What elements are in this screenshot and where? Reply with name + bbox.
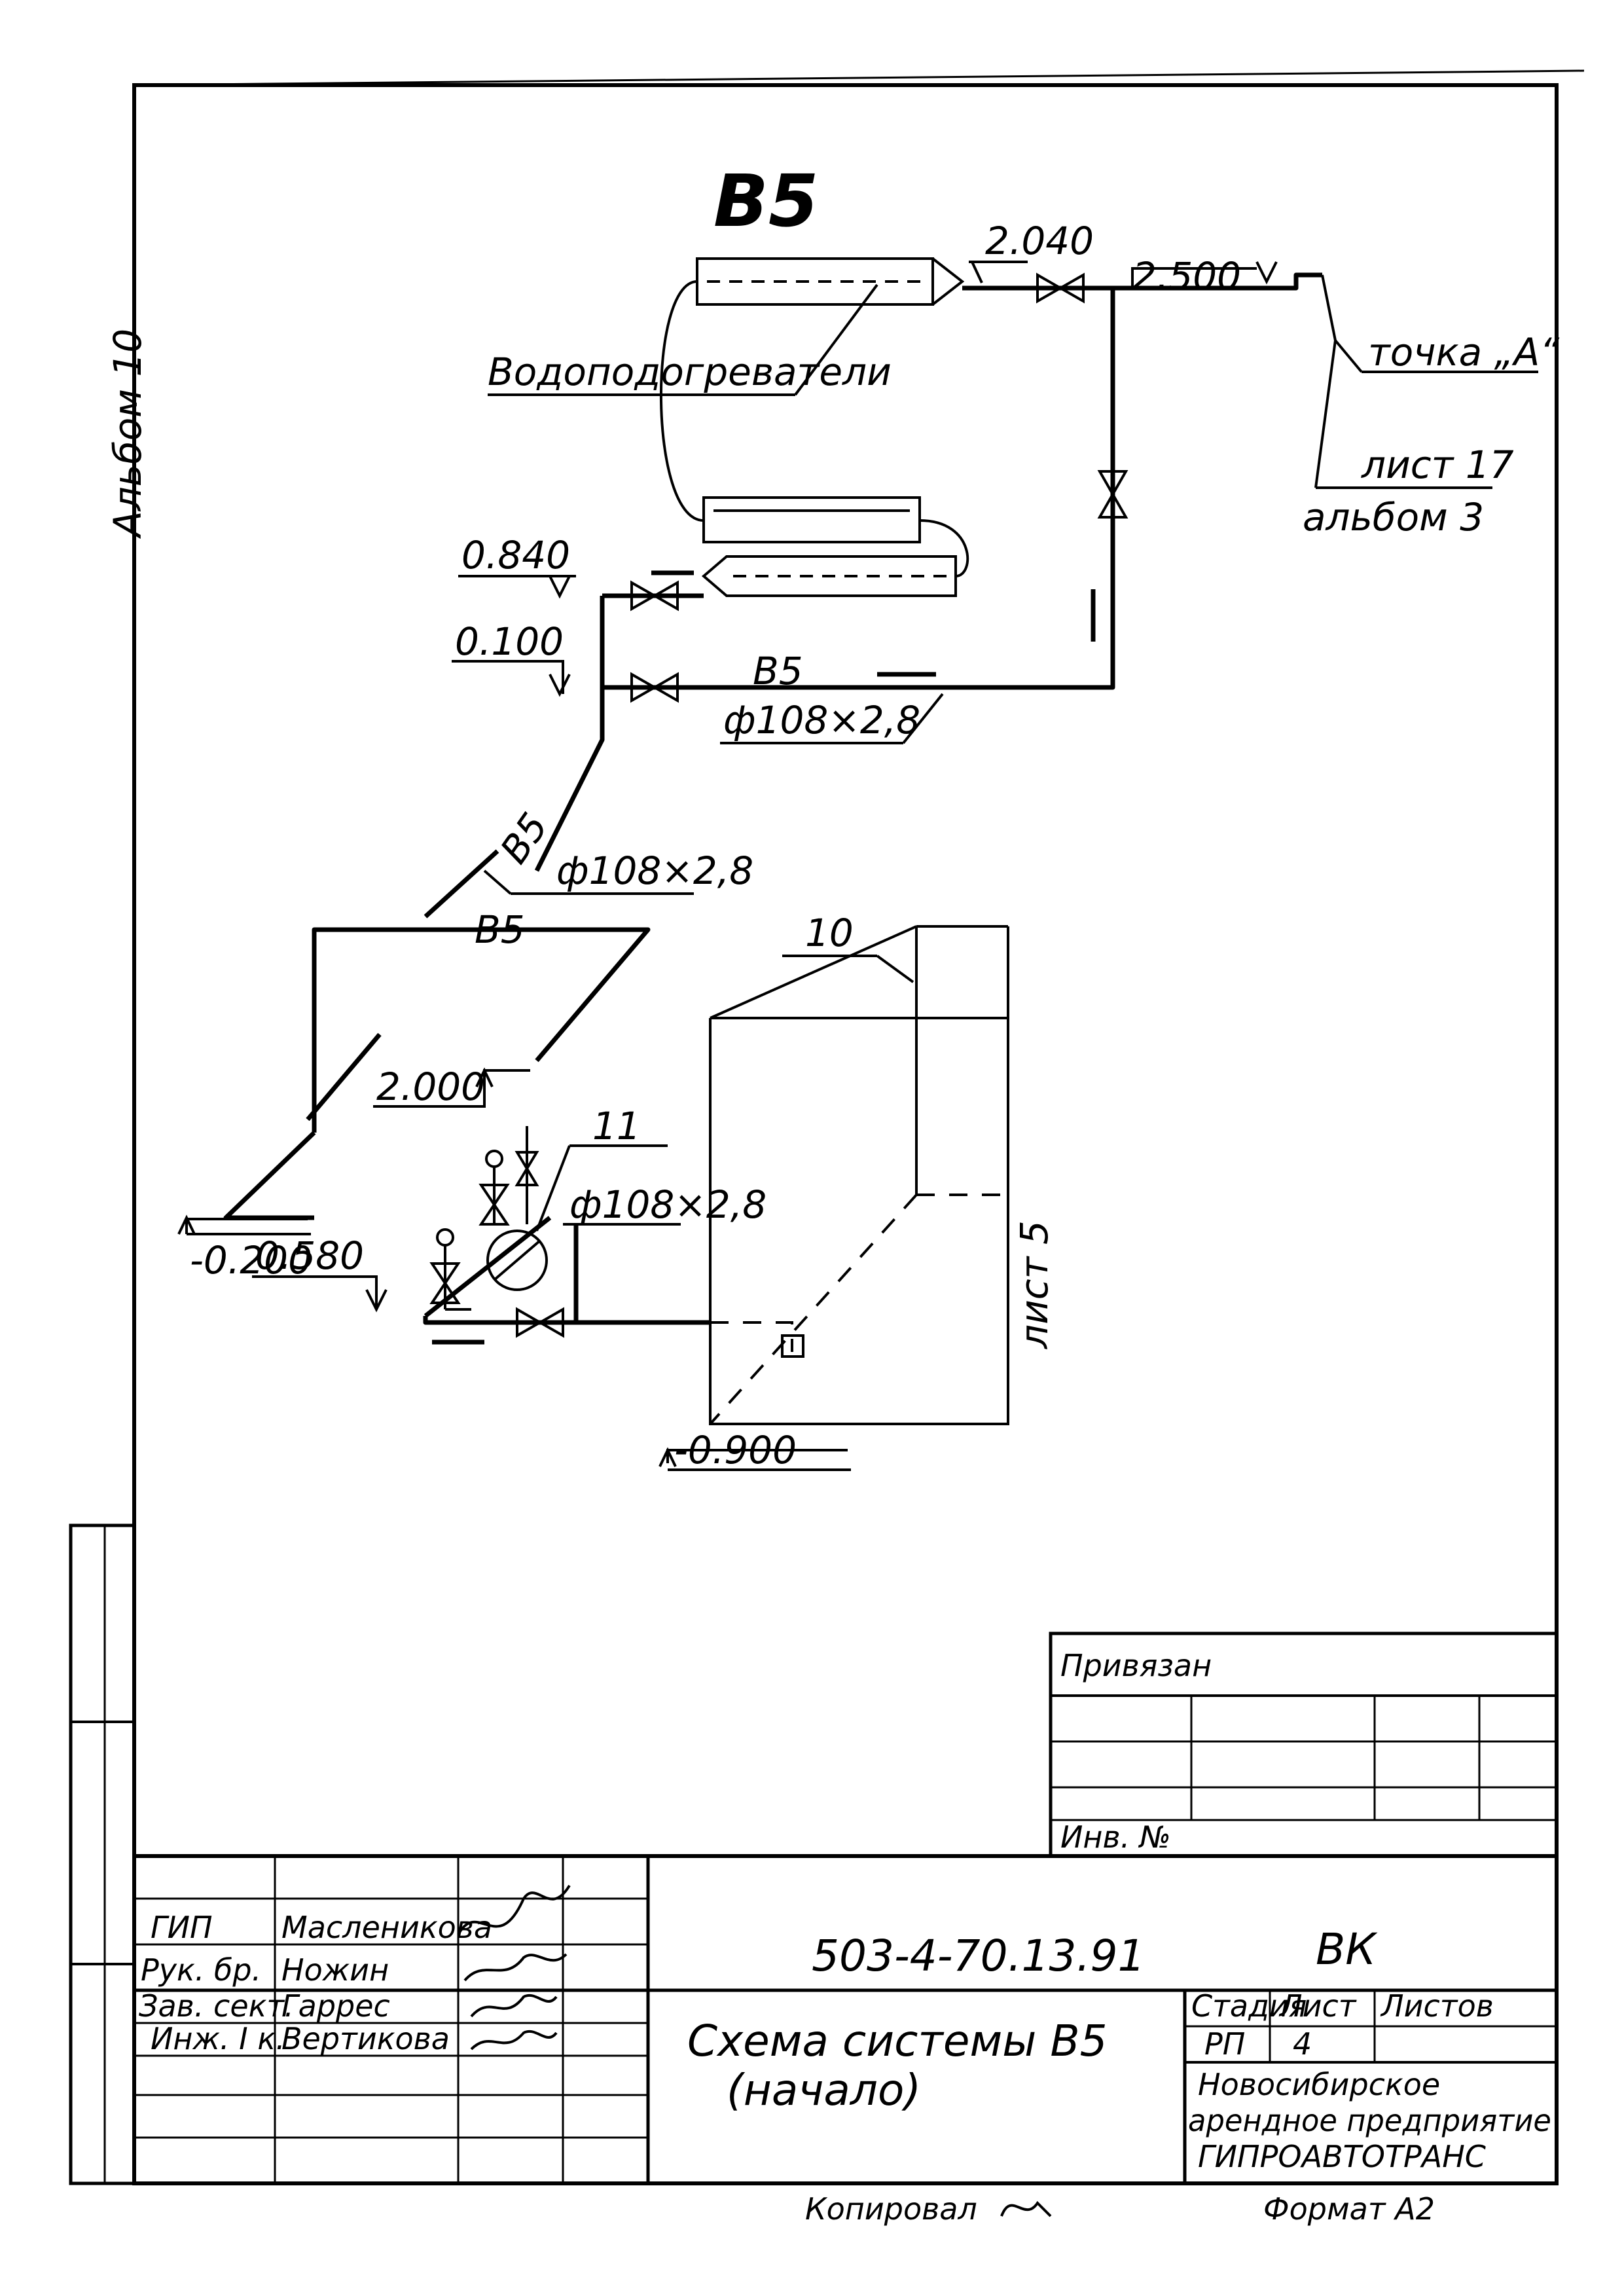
- pipe-b5-label-3: В5: [475, 907, 525, 952]
- elevation-mark: -0.200: [177, 1214, 312, 1283]
- scheme-title: В5: [713, 159, 818, 243]
- inventory-label: Инв. №: [1060, 1819, 1171, 1855]
- valve-upper-right: [1036, 272, 1085, 304]
- elevation-label: 2.040: [985, 219, 1094, 263]
- pump-assembly: [423, 1126, 681, 1345]
- sheet-5-label: лист 5: [1012, 1220, 1056, 1349]
- album-ref-label: альбом 3: [1303, 495, 1484, 539]
- sheet-value: 4: [1293, 2026, 1312, 2062]
- binding-block: Привязан Инв. №: [1049, 1631, 1559, 1858]
- pipe-b5-label-2: В5: [492, 805, 557, 871]
- elevation-mark: -0.900: [659, 1428, 851, 1472]
- stage-header: Стадия: [1191, 1988, 1307, 2024]
- sheet-header: Лист: [1278, 1988, 1357, 2024]
- heater-lower: [701, 555, 957, 597]
- u-bend-left: [659, 280, 704, 522]
- signature-mark: [470, 2030, 558, 2050]
- u-bend-right: [919, 519, 969, 577]
- organization-line-1: Новосибирское: [1198, 2067, 1440, 2102]
- elevation-mark: 0.100: [452, 619, 571, 697]
- heater-middle-outline: [702, 496, 921, 543]
- pipe-size-label: ф108×2,8: [723, 698, 920, 742]
- person-name: Ножин: [281, 1952, 389, 1988]
- elevation-label: 0.580: [255, 1233, 364, 1278]
- sheet-subtitle: (начало): [727, 2065, 921, 2115]
- binding-label: Привязан: [1060, 1648, 1212, 1683]
- role-label: Зав. сект.: [139, 1988, 294, 2024]
- elevation-label: 0.840: [461, 533, 570, 577]
- valve-vertical: [1097, 470, 1128, 519]
- side-label: Альбом 10: [105, 329, 150, 539]
- document-code: 503-4-70.13.91: [812, 1931, 1146, 1981]
- copied-by-label: Копировал: [805, 2191, 977, 2227]
- signature-mark: [470, 1994, 558, 2018]
- elevation-label: -0.900: [674, 1428, 797, 1472]
- role-label: Инж. I к.: [151, 2021, 285, 2056]
- signature-mark: [457, 1884, 571, 1935]
- elevation-mark: 2.000: [373, 1065, 530, 1109]
- title-block: ГИП Масленикова Рук. бр. Ножин Зав. сект…: [132, 1854, 1559, 2185]
- left-margin-strip: [69, 1523, 136, 2185]
- tank: [563, 925, 1009, 1425]
- stage-value: РП: [1204, 2026, 1245, 2062]
- elevation-mark: 2.040: [969, 219, 1094, 283]
- organization-line-3: ГИПРОАВТОТРАНС: [1198, 2139, 1486, 2174]
- role-label: ГИП: [151, 1910, 213, 1945]
- copier-signature: [1000, 2200, 1052, 2217]
- elevation-mark: 2.500: [1131, 254, 1278, 299]
- valve-heater-in: [630, 580, 679, 611]
- valve-bypass: [630, 672, 679, 703]
- heater-rendering: [702, 496, 921, 543]
- person-name: Масленикова: [281, 1910, 492, 1945]
- flow-arrow-4: [424, 849, 499, 919]
- elevation-label: 2.500: [1132, 254, 1241, 299]
- elevation-label: -0.200: [190, 1238, 312, 1283]
- role-label: Рук. бр.: [141, 1952, 261, 1988]
- sheet-title: Схема системы В5: [687, 2016, 1108, 2066]
- sheets-header: Листов: [1380, 1988, 1494, 2024]
- organization-line-2: арендное предприятие: [1188, 2103, 1551, 2138]
- point-a-label: точка „А“: [1368, 330, 1560, 374]
- item-11-label: 11: [592, 1104, 641, 1148]
- water-heaters: [696, 257, 965, 306]
- heaters-label: Водоподогреватели: [488, 350, 892, 394]
- sheet-frame: [132, 83, 1559, 2185]
- person-name: Вертикова: [281, 2021, 450, 2056]
- elevation-mark: 0.840: [458, 533, 576, 599]
- elevation-marks: 2.040 2.500 0.840 0.100 2.000 -0.200: [177, 219, 1278, 1472]
- pipe-size-label-2: ф108×2,8: [556, 848, 753, 893]
- sheet-ref-label: лист 17: [1361, 443, 1514, 487]
- format-label: Формат А2: [1263, 2191, 1435, 2227]
- elevation-label: 0.100: [455, 619, 564, 664]
- pipe-b5-label: В5: [753, 649, 803, 693]
- person-name: Гаррес: [281, 1988, 390, 2024]
- elevation-mark: 0.580: [252, 1233, 388, 1313]
- elevation-label: 2.000: [376, 1065, 485, 1109]
- signature-mark: [463, 1953, 568, 1982]
- item-10-label: 10: [805, 911, 854, 955]
- pipe-size-label-3: ф108×2,8: [569, 1182, 767, 1227]
- document-mark: ВК: [1316, 1924, 1378, 1975]
